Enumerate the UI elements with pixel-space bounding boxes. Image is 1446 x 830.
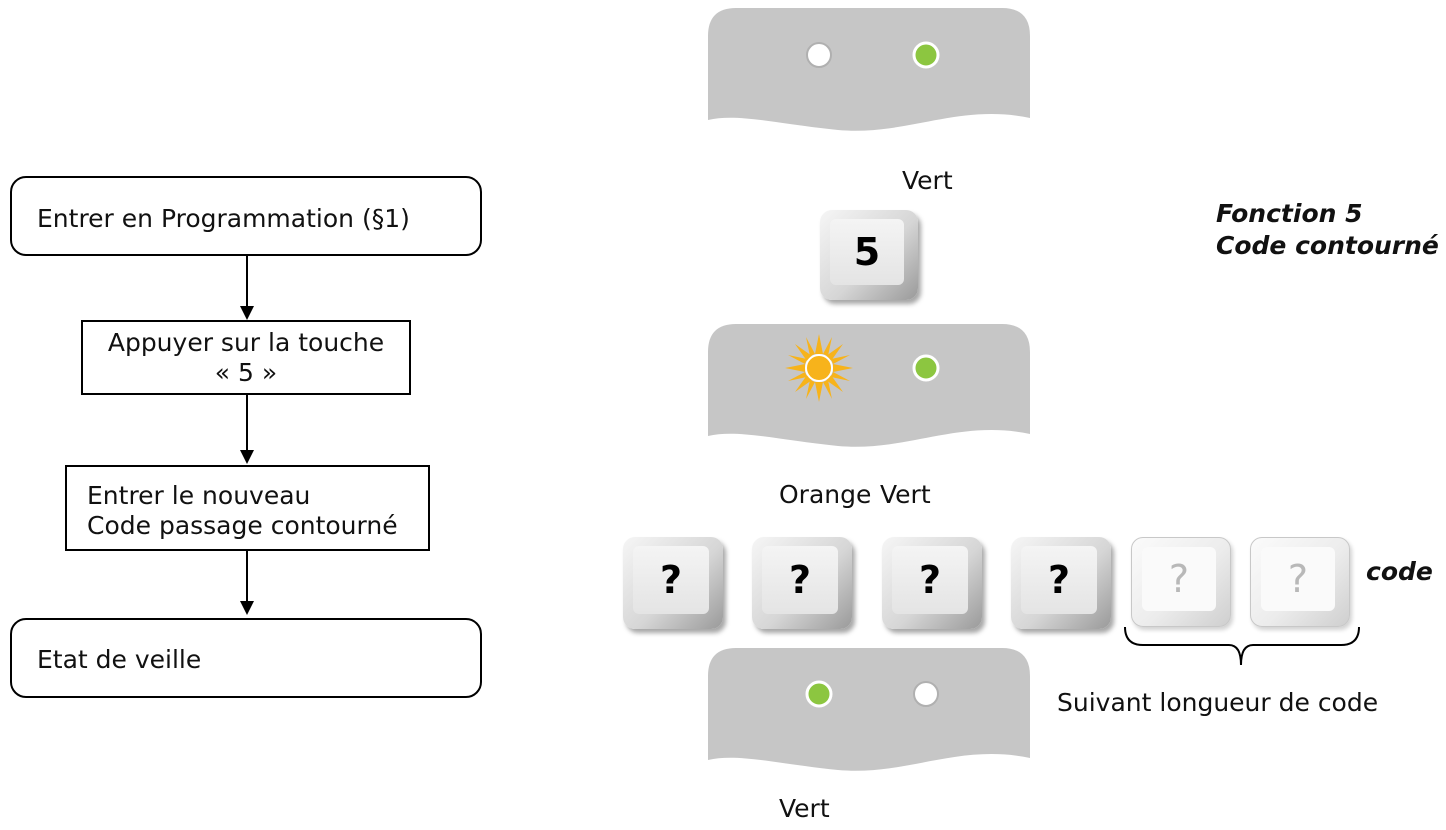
key-5-button[interactable]: 5 — [820, 210, 918, 300]
panel-3-label-green: Vert — [779, 794, 830, 823]
code-key-3-label: ? — [892, 546, 968, 614]
code-key-5-optional[interactable]: ? — [1131, 537, 1231, 627]
step-press-key-5-line1: Appuyer sur la touche — [107, 328, 385, 357]
code-key-4[interactable]: ? — [1011, 537, 1111, 629]
led-left-off — [806, 42, 832, 68]
code-key-1[interactable]: ? — [623, 537, 723, 629]
keypad-panel-1 — [708, 8, 1030, 180]
code-key-3[interactable]: ? — [882, 537, 982, 629]
keypad-panel-3 — [708, 648, 1030, 798]
code-key-6-optional-label: ? — [1261, 547, 1335, 611]
flow-arrow-2-head — [240, 450, 254, 464]
code-label: code — [1366, 557, 1433, 586]
flow-arrow-1 — [246, 256, 248, 308]
brace-icon — [1124, 626, 1360, 666]
brace-label: Suivant longueur de code — [1057, 688, 1379, 717]
step-enter-new-code-line2: Code passage contourné — [87, 511, 398, 540]
panel-1-label-green: Vert — [902, 166, 953, 195]
step-standby: Etat de veille — [10, 618, 482, 698]
key-5-label: 5 — [830, 219, 904, 285]
flow-arrow-2 — [246, 395, 248, 452]
function-title-line1: Fonction 5 — [1216, 199, 1363, 228]
led-right-off — [913, 681, 939, 707]
code-key-4-label: ? — [1021, 546, 1097, 614]
step-enter-new-code: Entrer le nouveau Code passage contourné — [65, 465, 430, 551]
step-standby-text: Etat de veille — [37, 645, 202, 674]
led-left-orange-flashing-icon — [785, 334, 853, 402]
panel-2-label-green: Vert — [880, 480, 931, 509]
led-left-green — [805, 680, 833, 708]
led-right-green — [912, 41, 940, 69]
flow-arrow-1-head — [240, 306, 254, 320]
code-key-5-optional-label: ? — [1142, 547, 1216, 611]
keypad-panel-2 — [708, 324, 1030, 484]
code-key-2-label: ? — [762, 546, 838, 614]
step-enter-new-code-line1: Entrer le nouveau — [87, 481, 311, 510]
flow-arrow-3 — [246, 551, 248, 603]
code-key-6-optional[interactable]: ? — [1250, 537, 1350, 627]
code-key-1-label: ? — [633, 546, 709, 614]
step-press-key-5-line2: « 5 » — [214, 358, 278, 387]
step-enter-programming-text: Entrer en Programmation (§1) — [37, 204, 410, 233]
function-title: Fonction 5 Code contourné — [1216, 198, 1439, 262]
led-right-green — [912, 354, 940, 382]
flow-arrow-3-head — [240, 601, 254, 615]
code-key-2[interactable]: ? — [752, 537, 852, 629]
step-press-key-5: Appuyer sur la touche « 5 » — [81, 320, 411, 395]
function-title-line2: Code contourné — [1216, 231, 1439, 260]
panel-2-label-orange: Orange — [779, 480, 872, 509]
step-enter-programming: Entrer en Programmation (§1) — [10, 176, 482, 256]
